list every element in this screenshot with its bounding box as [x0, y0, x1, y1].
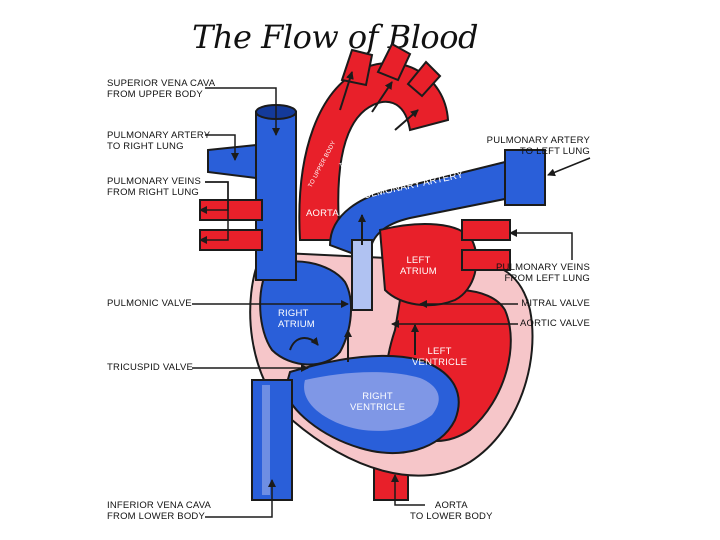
left-pulmonary-artery [504, 149, 546, 206]
leader-lpv [509, 229, 573, 260]
superior-vena-cava [255, 111, 297, 281]
label-aortic-valve: AORTIC VALVE [520, 318, 590, 329]
label-pulmonic-valve: PULMONIC VALVE [107, 298, 192, 309]
leader-aorta-lower [391, 474, 425, 506]
right-pulmonary-artery [207, 143, 257, 180]
leader-rpv2 [199, 181, 229, 244]
flow-arrow-ra [289, 337, 319, 351]
left-pulmonary-vein-upper [461, 219, 511, 241]
flow-arrow-aorta-3 [394, 109, 419, 131]
aortic-branch-3 [406, 60, 442, 98]
aortic-arch [298, 62, 450, 241]
aortic-branch-1 [340, 48, 374, 87]
flow-arrow-aorta-1 [339, 71, 354, 111]
septal-column [351, 239, 373, 311]
left-pulmonary-vein-lower [461, 249, 511, 271]
label-aorta: AORTA [306, 208, 339, 219]
flow-arrow-aorta-2 [371, 81, 393, 113]
page-title: The Flow of Blood [192, 18, 478, 56]
leader-lpa [547, 157, 591, 177]
leader-svc [205, 87, 280, 136]
aortic-branch-2 [376, 42, 412, 82]
leader-ivc [205, 479, 276, 518]
right-atrium [259, 260, 352, 366]
label-mitral-valve: MITRAL VALVE [521, 298, 590, 309]
right-ventricle-highlight [304, 372, 439, 431]
label-tricuspid-valve: TRICUSPID VALVE [107, 362, 194, 373]
inferior-vena-cava-highlight [262, 385, 270, 495]
leader-rpa [205, 134, 239, 161]
